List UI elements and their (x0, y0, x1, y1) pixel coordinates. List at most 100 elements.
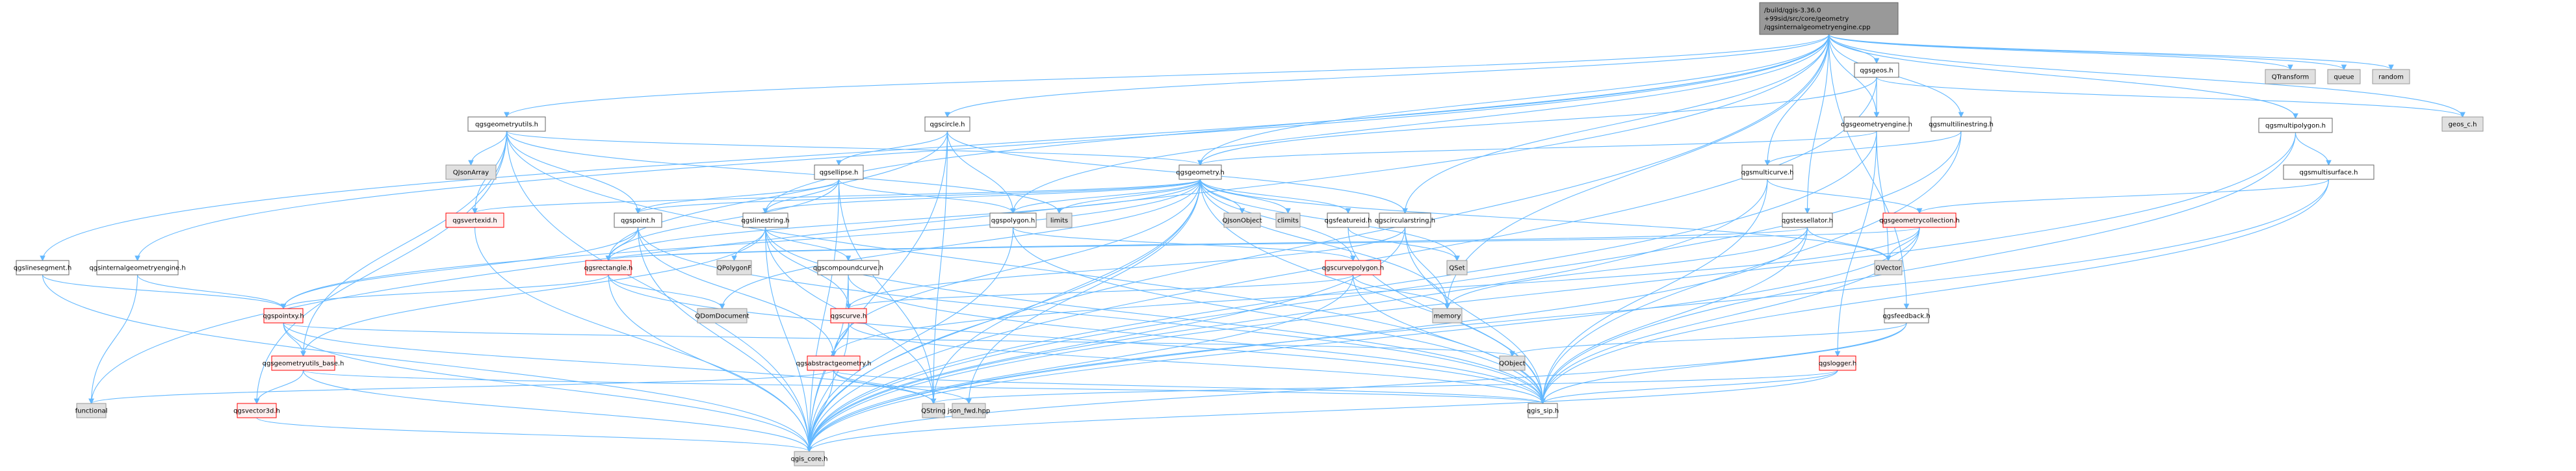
node-box (1741, 164, 1793, 180)
edge-line (968, 179, 1201, 404)
node-qgsmulticurve[interactable]: qgsmulticurve.h (1741, 164, 1794, 180)
node-qgsgeometrycollection[interactable]: qgsgeometrycollection.h (1879, 212, 1960, 228)
edge-line (764, 179, 840, 214)
node-qgscircle[interactable]: qgscircle.h (924, 116, 970, 132)
node-qgsabstractgeometry[interactable]: qgsabstractgeometry.h (796, 355, 872, 371)
node-qgsfeedback[interactable]: qgsfeedback.h (1882, 308, 1931, 324)
node-box (1379, 212, 1431, 228)
node-box (1046, 212, 1073, 228)
node-root[interactable]: /build/qgis-3.36.0+99sid/src/core/geomet… (1759, 2, 1899, 35)
edge-qgsabstractgeometry-to-qgis-sip (833, 370, 1546, 405)
arrowhead-icon (1444, 303, 1450, 310)
node-box (1327, 212, 1370, 228)
node-label: qgsfeatureid.h (1325, 218, 1372, 225)
node-qgslinestring[interactable]: qgslinestring.h (741, 212, 790, 228)
arrowhead-icon (1873, 112, 1880, 118)
edge-line (1828, 34, 2296, 119)
edge-qgsgeometryutils-base-to-qgis-core (302, 370, 813, 453)
edge-line (506, 131, 1544, 404)
edge-line (1012, 34, 1830, 214)
arrowhead-icon (300, 351, 306, 357)
edge-qgscircle-to-qstring (930, 131, 948, 405)
arrowhead-icon (40, 255, 46, 262)
arrowhead-icon (762, 208, 768, 214)
node-qgscompoundcurve[interactable]: qgscompoundcurve.h (813, 260, 883, 275)
edge-line (283, 322, 934, 404)
node-qgsinternalgeometryengine[interactable]: qgsinternalgeometryengine.h (89, 260, 186, 275)
node-qgslinesegment[interactable]: qgslinesegment.h (14, 260, 72, 275)
node-qgspointxy[interactable]: qgspointxy.h (263, 308, 304, 324)
node-qgsgeometry[interactable]: qgsgeometry.h (1176, 164, 1225, 180)
edge-qgsvector3d-to-qgis-core (256, 417, 813, 453)
node-qgslogger[interactable]: qgslogger.h (1819, 355, 1856, 371)
node-qgsellipse[interactable]: qgsellipse.h (814, 164, 864, 180)
arrowhead-icon (944, 112, 950, 118)
edge-qgsgeometrycollection-to-qgis-sip (1540, 227, 1920, 405)
node-label: qgscurve.h (831, 313, 866, 320)
edge-line (1542, 370, 1838, 404)
arrowhead-icon (836, 160, 842, 166)
node-qgis-sip[interactable]: qgis_sip.h (1527, 403, 1559, 418)
node-box (742, 212, 788, 228)
edge-line (764, 227, 850, 309)
node-qgsvector3d[interactable]: qgsvector3d.h (233, 403, 280, 418)
edge-line (722, 179, 1201, 309)
node-qgscircularstring[interactable]: qgscircularstring.h (1375, 212, 1435, 228)
edge-qgscurve-to-qgis-sip (848, 322, 1546, 405)
edge-qgsmultipolygon-to-qgsmultisurface (2295, 132, 2332, 166)
node-qgstessellator[interactable]: qgstessellator.h (1782, 212, 1833, 228)
node-box (1528, 403, 1558, 418)
arrowhead-icon (472, 208, 478, 214)
edge-qgslogger-to-qgis-sip (1540, 370, 1838, 405)
edge-root-to-qgsgeometry (1197, 34, 1830, 166)
edge-line (809, 274, 1354, 452)
node-qgsmultilinestring[interactable]: qgsmultilinestring.h (1929, 116, 1994, 132)
edge-line (1542, 179, 1768, 404)
edge-line (256, 131, 508, 404)
node-label: QDomDocument (695, 313, 749, 320)
edge-qgsgeometry-to-qgspoint (635, 179, 1201, 214)
node-label: qgsmulticurve.h (1741, 170, 1794, 177)
edge-qgscompoundcurve-to-qgis-sip (848, 274, 1546, 405)
node-box (1325, 260, 1381, 275)
node-qgsgeometryutils[interactable]: qgsgeometryutils.h (467, 116, 546, 132)
edge-qgscircle-to-qgsellipse (836, 131, 948, 166)
edge-root-to-qgsmultipolygon (1828, 34, 2298, 120)
arrowhead-icon (731, 255, 737, 262)
node-qgsrectangle[interactable]: qgsrectangle.h (584, 260, 633, 275)
node-qgsvertexid[interactable]: qgsvertexid.h (445, 212, 504, 228)
edge-root-to-qgscircle (944, 34, 1830, 118)
edge-line (764, 227, 810, 452)
edge-line (608, 179, 1201, 261)
edge-qgsmultipolygon-to-qgis-sip (1540, 132, 2296, 405)
edge-line (302, 370, 810, 452)
node-label: qgsmultilinestring.h (1929, 121, 1994, 129)
node-qgscurvepolygon[interactable]: qgscurvepolygon.h (1322, 260, 1384, 275)
node-qgspoint[interactable]: qgspoint.h (614, 212, 662, 228)
edge-line (1199, 179, 1289, 214)
node-qgspolygon[interactable]: qgspolygon.h (989, 212, 1037, 228)
edge-line (848, 274, 1354, 309)
edge-line (1404, 34, 1830, 214)
node-qgsgeos[interactable]: qgsgeos.h (1854, 62, 1899, 78)
edge-qgsgeometry-to-qgspolygon (1010, 179, 1201, 214)
node-qgsgeometryutils-base[interactable]: qgsgeometryutils_base.h (263, 355, 345, 371)
node-qgsmultisurface[interactable]: qgsmultisurface.h (2283, 164, 2374, 180)
edge-line (848, 274, 1544, 404)
edge-qgsfeatureid-to-qset (1347, 227, 1460, 262)
edge-qgspointxy-to-qobject (283, 322, 1515, 357)
node-qgscurve[interactable]: qgscurve.h (830, 308, 867, 324)
arrowhead-icon (846, 303, 852, 310)
edge-root-to-queue (1828, 34, 2347, 71)
node-qgsmultipolygon[interactable]: qgsmultipolygon.h (2258, 118, 2333, 133)
edge-line (637, 179, 840, 214)
node-box (237, 403, 277, 418)
arrowhead-icon (280, 303, 287, 310)
arrowhead-icon (1285, 208, 1291, 214)
edge-line (809, 131, 948, 452)
node-qgsfeatureid[interactable]: qgsfeatureid.h (1325, 212, 1372, 228)
node-label: QObject (1499, 361, 1526, 368)
node-box (817, 260, 879, 275)
arrowhead-icon (1056, 208, 1062, 214)
node-qgsgeometryengine[interactable]: qgsgeometryengine.h (1841, 116, 1912, 132)
